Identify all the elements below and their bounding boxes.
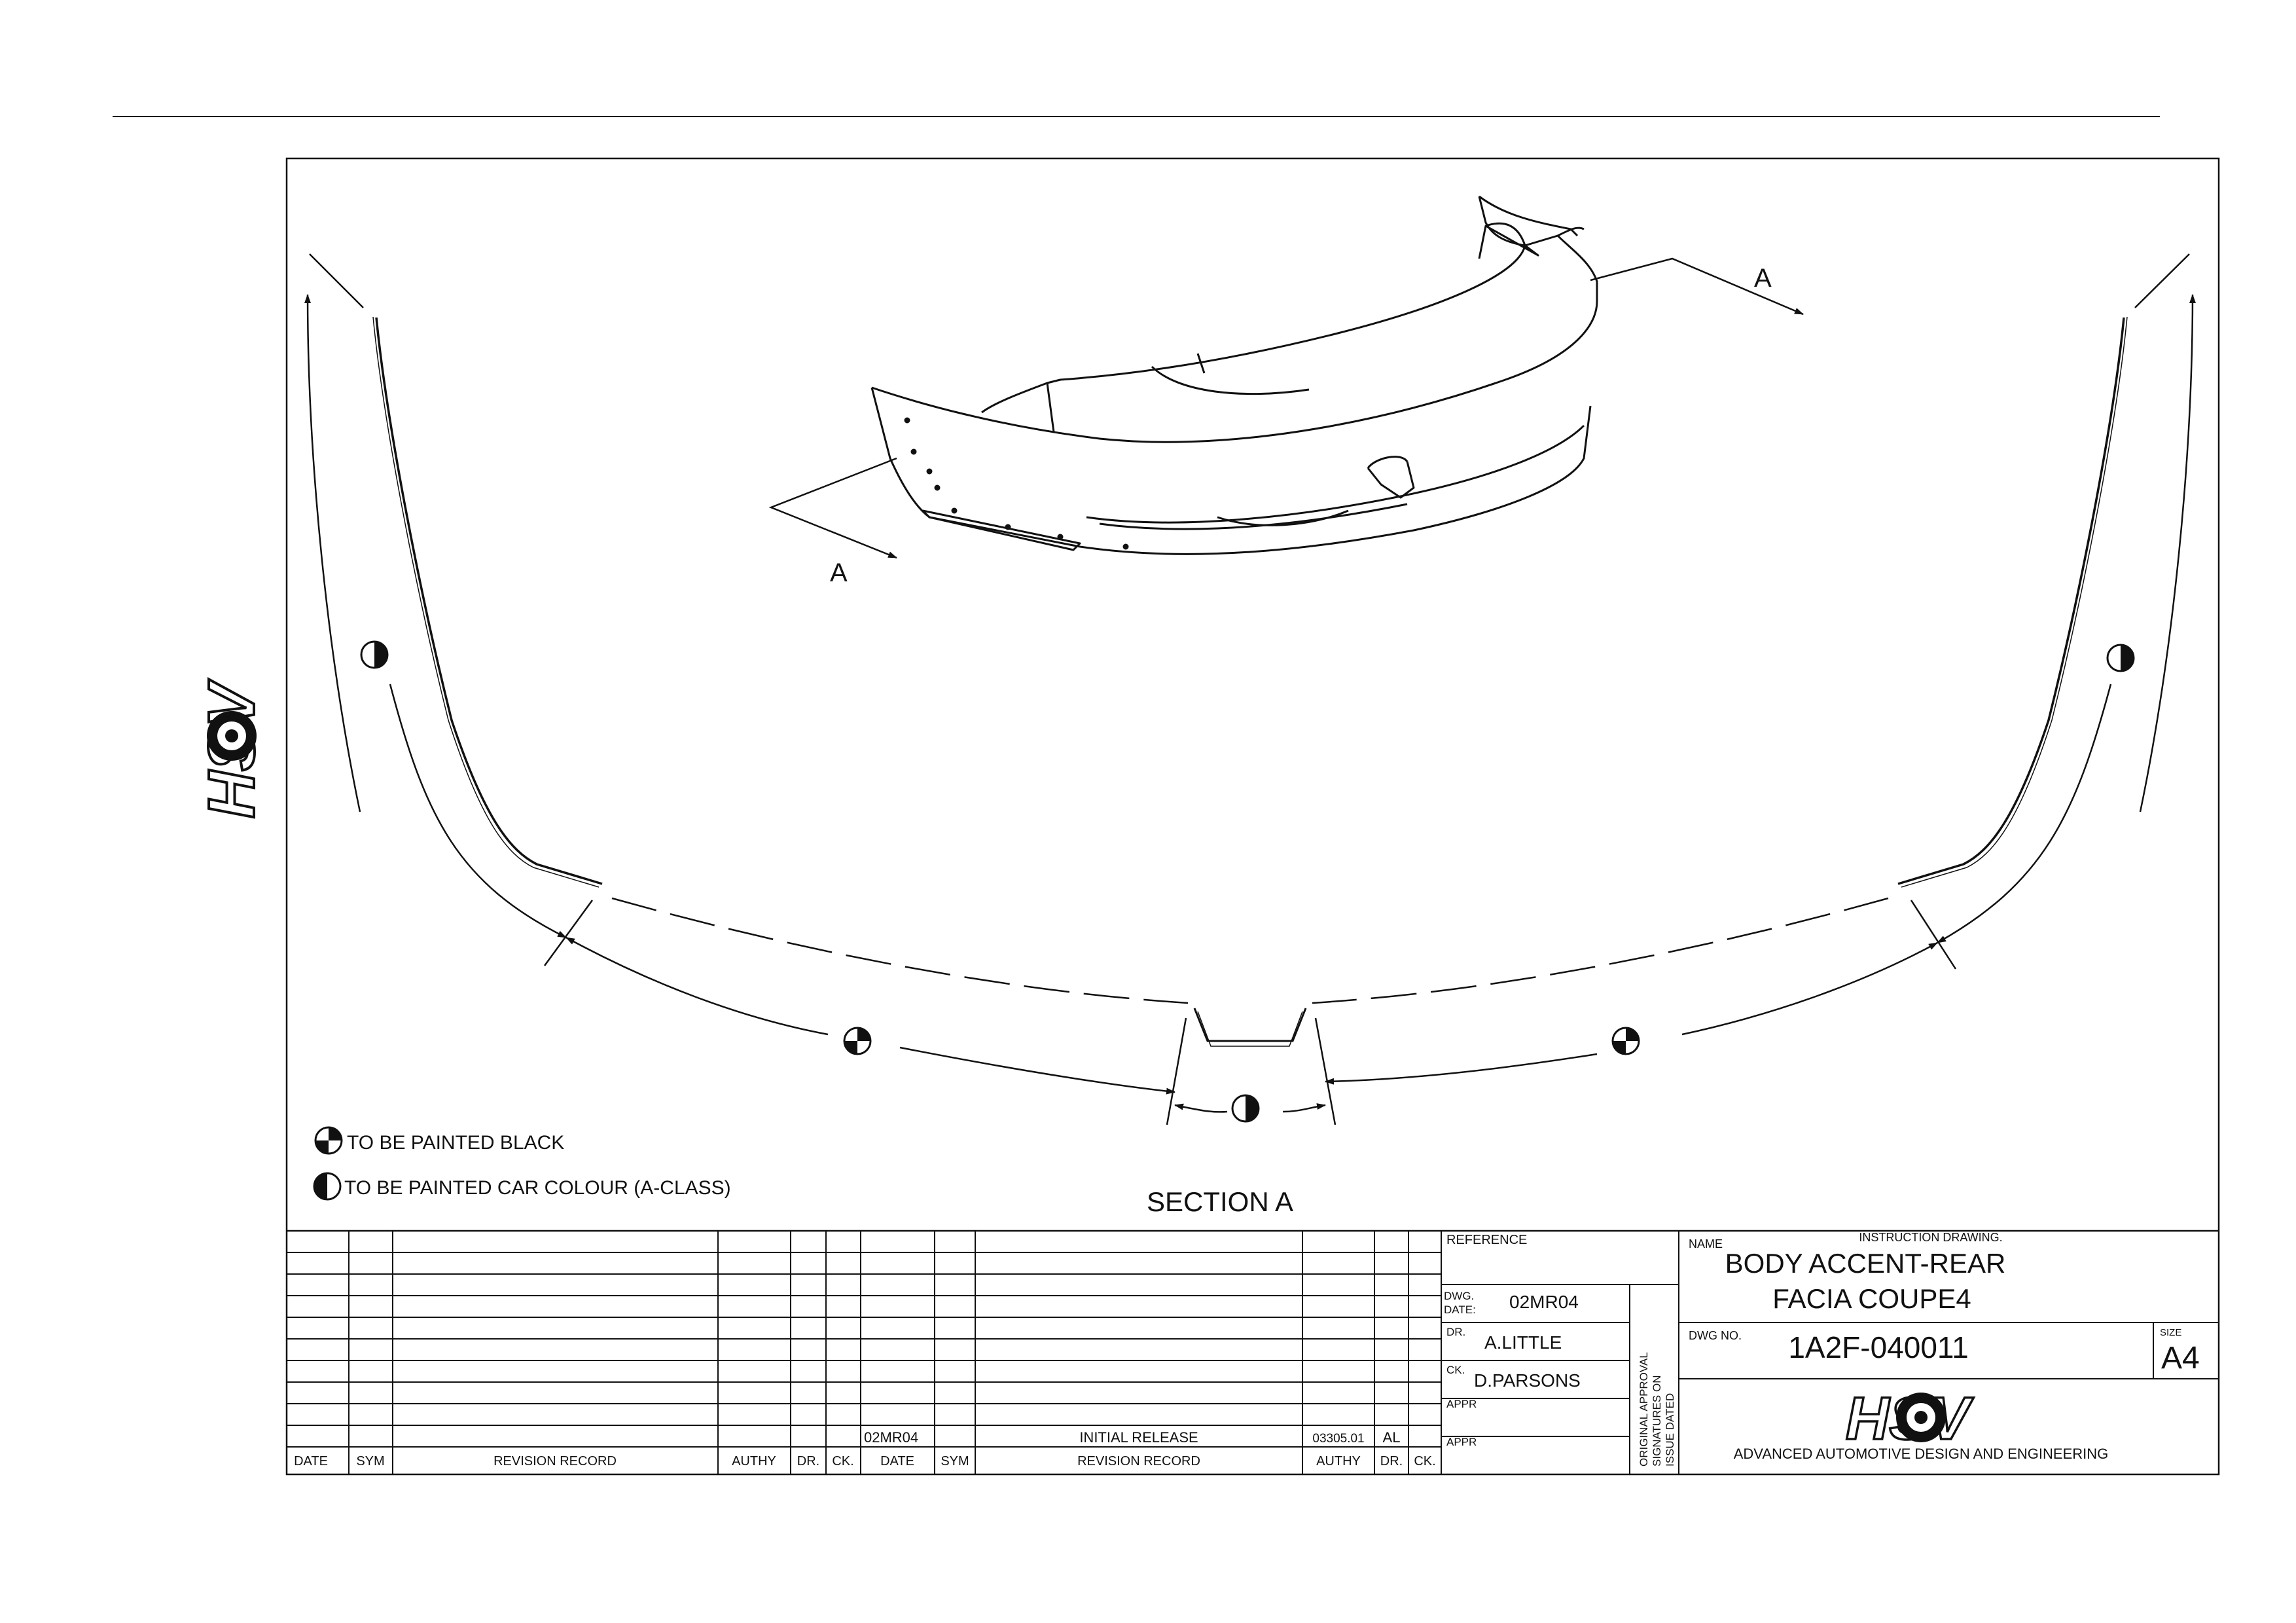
svg-text:SYM: SYM (941, 1454, 969, 1468)
dwg-number: 1A2F-040011 (1788, 1330, 1968, 1364)
size-value: A4 (2161, 1341, 2200, 1376)
svg-text:SYM: SYM (356, 1454, 384, 1468)
revision-authy: 03305.01 (1312, 1432, 1364, 1446)
section-marker-left: A (830, 558, 848, 587)
legend-car-colour-symbol (313, 1172, 342, 1201)
bumper-isometric-view (870, 195, 1598, 555)
size-label: SIZE (2160, 1327, 2181, 1338)
legend-black-symbol (314, 1126, 343, 1155)
section-label: SECTION A (1147, 1186, 1293, 1217)
svg-text:AUTHY: AUTHY (732, 1454, 776, 1468)
approval-note-2: SIGNATURES ON (1651, 1376, 1663, 1467)
dr-label: DR. (1446, 1326, 1465, 1338)
drawing-frame (285, 157, 2220, 1476)
dwg-date: 02MR04 (1509, 1292, 1579, 1312)
hsv-logo-vertical: HSV (194, 678, 270, 820)
svg-text:DR.: DR. (797, 1454, 819, 1468)
revision-table-headers: DATE SYM REVISION RECORD AUTHY DR. CK. D… (294, 1454, 1436, 1468)
paint-black-symbols (843, 1027, 1640, 1055)
legend-car-colour-text: TO BE PAINTED CAR COLOUR (A-CLASS) (344, 1177, 731, 1199)
company-name: ADVANCED AUTOMOTIVE DESIGN AND ENGINEERI… (1734, 1446, 2109, 1462)
revision-date: 02MR04 (864, 1429, 918, 1446)
paint-extent-dimensions (304, 253, 2196, 1125)
svg-text:DATE: DATE (294, 1454, 328, 1468)
svg-text:DR.: DR. (1380, 1454, 1403, 1468)
revision-dr: AL (1383, 1429, 1401, 1446)
appr-label-2: APPR (1446, 1436, 1477, 1448)
dwg-date-label: DWG. (1444, 1290, 1474, 1302)
ck-name: D.PARSONS (1474, 1370, 1581, 1391)
legend-black-text: TO BE PAINTED BLACK (347, 1132, 564, 1154)
svg-text:AUTHY: AUTHY (1316, 1454, 1361, 1468)
title-line-1: BODY ACCENT-REAR (1725, 1248, 2006, 1279)
section-a-profile (372, 316, 2128, 1047)
instruction-label: INSTRUCTION DRAWING. (1859, 1231, 2002, 1244)
svg-text:CK.: CK. (1414, 1454, 1435, 1468)
hsv-logo: HSV (1844, 1384, 1975, 1453)
revision-entry: 02MR04 INITIAL RELEASE 03305.01 AL (864, 1429, 1400, 1446)
svg-text:REVISION RECORD: REVISION RECORD (1077, 1454, 1200, 1468)
dr-name: A.LITTLE (1484, 1332, 1562, 1353)
dwg-date-label-2: DATE: (1444, 1304, 1476, 1316)
appr-label: APPR (1446, 1398, 1477, 1410)
title-line-2: FACIA COUPE4 (1772, 1283, 1971, 1314)
dwg-no-label: DWG NO. (1689, 1329, 1742, 1342)
approval-note-3: ISSUE DATED (1664, 1393, 1676, 1467)
info-block: REFERENCE DWG. DATE: 02MR04 DR. A.LITTLE… (1444, 1233, 1676, 1467)
section-marker-right: A (1754, 264, 1772, 293)
svg-text:REVISION RECORD: REVISION RECORD (493, 1454, 617, 1468)
svg-text:DATE: DATE (880, 1454, 914, 1468)
title-area: NAME INSTRUCTION DRAWING. BODY ACCENT-RE… (1689, 1231, 2200, 1462)
svg-text:CK.: CK. (832, 1454, 853, 1468)
legend: TO BE PAINTED BLACK TO BE PAINTED CAR CO… (313, 1126, 731, 1201)
ck-label: CK. (1446, 1364, 1465, 1376)
reference-label: REFERENCE (1446, 1233, 1527, 1247)
name-label: NAME (1689, 1237, 1723, 1250)
title-block-grid (287, 1230, 2219, 1474)
car-colour-symbols (360, 640, 2135, 1123)
section-cut-indicator (768, 257, 1804, 559)
approval-note-1: ORIGINAL APPROVAL (1638, 1352, 1650, 1467)
revision-record: INITIAL RELEASE (1079, 1429, 1198, 1446)
